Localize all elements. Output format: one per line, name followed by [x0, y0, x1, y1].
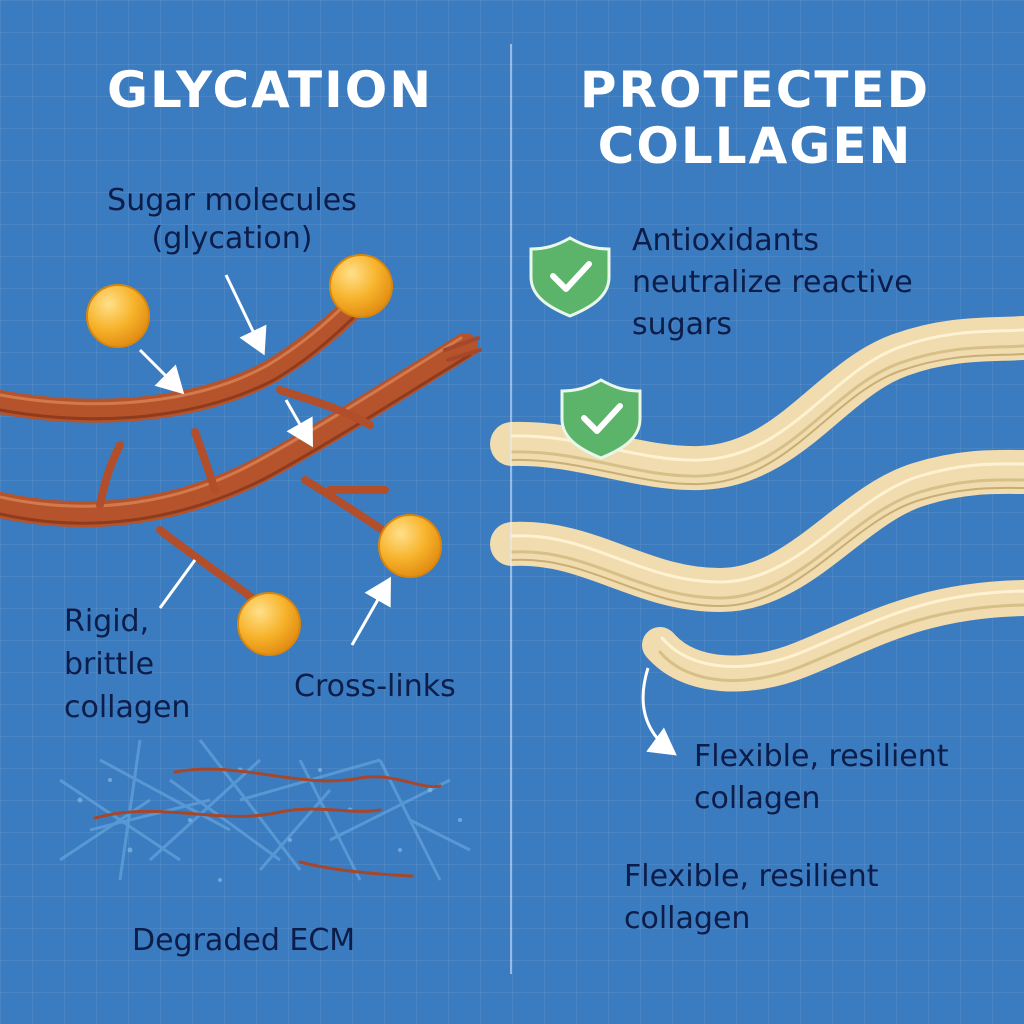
cross-link-strands — [96, 386, 394, 604]
antioxidants-label: Antioxidants neutralize reactive sugars — [632, 223, 913, 342]
rigid-collagen-label: Rigid, brittle collagen — [64, 604, 191, 725]
sugar-molecule — [378, 514, 442, 578]
panel-divider — [510, 44, 512, 974]
flexible-collagen-label-1: Flexible, resilient collagen — [694, 739, 949, 816]
healthy-collagen-fibers — [490, 316, 1024, 692]
left-pointer-arrows — [138, 274, 391, 646]
flexible-collagen-label-2: Flexible, resilient collagen — [624, 859, 879, 936]
cross-links-label: Cross-links — [294, 669, 456, 704]
healthy-collagen-fiber-middle — [490, 449, 1024, 613]
sugar-molecules — [86, 254, 442, 656]
arrow-label-to-fiber — [224, 274, 267, 356]
shield-icon — [560, 378, 642, 460]
arrow-rigid-collagen — [158, 559, 197, 609]
sugar-molecule — [86, 284, 150, 348]
shield-icon — [529, 236, 611, 318]
degraded-ecm-mesh — [59, 739, 471, 881]
glycated-collagen-fiber-upper — [0, 298, 362, 423]
sugar-molecule — [329, 254, 393, 318]
degraded-ecm-dots — [77, 767, 462, 882]
arrow-to-crosslink — [284, 399, 313, 448]
sugar-molecules-label: Sugar molecules (glycation) — [107, 183, 357, 256]
ecm-fragments — [93, 767, 442, 878]
glycation-title: GLYCATION — [106, 61, 434, 119]
sugar-molecule — [237, 592, 301, 656]
protected-collagen-title: PROTECTED COLLAGEN — [579, 61, 931, 175]
degraded-ecm-label: Degraded ECM — [132, 923, 356, 958]
healthy-collagen-fiber-bottom — [642, 580, 1024, 692]
arrow-flexible-collagen — [641, 667, 677, 756]
glycated-collagen-fiber-lower — [0, 333, 482, 528]
arrow-crosslinks — [350, 576, 391, 646]
arrow-sugar-to-fiber — [138, 348, 185, 395]
